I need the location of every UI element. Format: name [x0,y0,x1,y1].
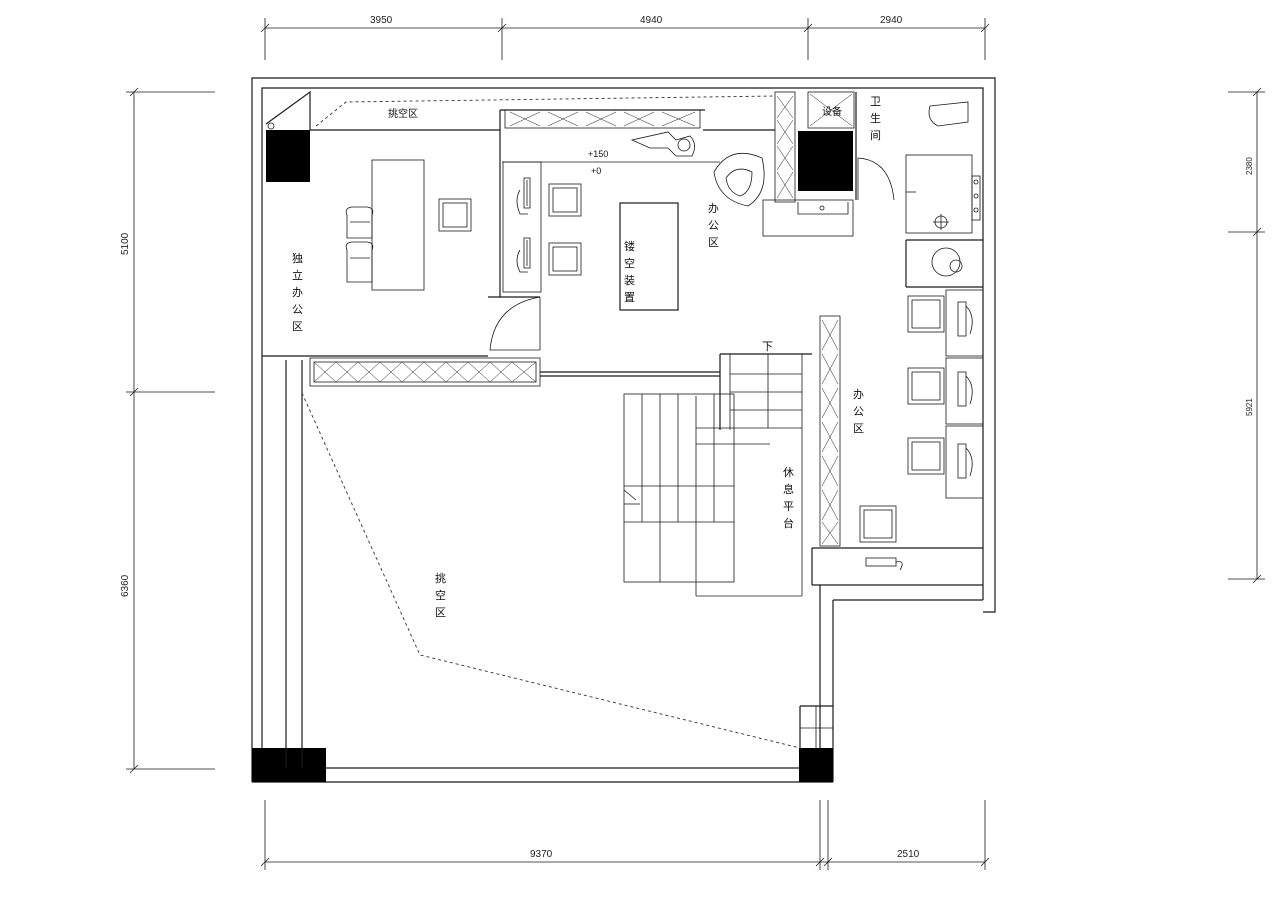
column-bottom-left [252,748,326,782]
armchair-right-1 [907,295,945,333]
armchair-right-4 [859,505,897,543]
cantilever-main-label: 挑 空 区 [435,571,450,619]
keyboard-right-2 [957,371,973,407]
stair-area: 下 休 息 平 台 [623,340,812,597]
dim-top-1: 3950 [370,15,393,26]
dim-right-2: 5921 [1245,398,1254,416]
dimension-left: 5100 6360 [120,87,215,774]
shower-area [905,154,973,234]
office-right-label: 办 公 区 [853,388,868,435]
column-bottom-right [799,748,833,782]
keyboard-right-3 [957,443,973,479]
hollow-device-label: 镂 空 装 置 [624,240,639,304]
dim-left-2: 6360 [120,574,131,597]
bathroom-label: 卫 生 间 [870,95,885,142]
office-top-label: 办 公 区 [708,202,723,249]
keyboard-right-4 [865,557,903,571]
desk-right-1 [945,289,984,357]
outer-walls [251,77,996,783]
toilet [928,101,969,127]
equipment-label: 设备 [822,105,842,118]
person-figure [630,131,695,157]
stair-down-label: 下 [762,340,773,353]
top-office-furniture: 镂 空 装 置 +150 +0 办 公 区 [516,131,765,311]
chair-left-1 [345,206,374,239]
glass-partition-horizontal [309,357,720,387]
dimension-top: 3950 4940 2940 [260,15,990,60]
equipment-box [807,91,855,129]
sink-counter [762,199,854,237]
armchair-2 [548,242,582,276]
dimension-right: 2380 5921 [1228,87,1265,584]
top-cantilever-strip: 挑空区 [265,90,776,131]
armchair-right-2 [907,367,945,405]
lounge-chair [713,153,765,207]
dim-top-2: 4940 [640,15,663,26]
armchair-independent [438,198,472,232]
structural-columns [252,130,853,782]
column-top-center [798,131,853,191]
keyboard-1 [516,177,531,215]
rest-platform-label: 休 息 平 台 [783,466,798,530]
independent-office-label: 独 立 办 公 区 [292,252,307,333]
chair-left-2 [345,241,374,283]
right-office: 办 公 区 [811,289,984,586]
level-zero: +0 [591,166,601,176]
conference-table [371,159,425,291]
dim-left-1: 5100 [120,232,131,255]
independent-office: 独 立 办 公 区 [262,159,488,357]
dim-bottom-1: 9370 [530,849,553,860]
hollow-device [619,202,679,311]
desk-right-2 [945,357,984,425]
glass-partition-vertical [819,315,841,547]
dim-bottom-2: 2510 [897,849,920,860]
bathroom-area: 设备 卫 生 间 [762,91,983,288]
armchair-right-3 [907,437,945,475]
keyboard-right-1 [957,301,973,337]
top-office-partition [488,109,720,351]
cabinet-vertical [774,91,796,203]
level-high: +150 [588,149,608,159]
dim-top-3: 2940 [880,15,903,26]
cantilever-top-label: 挑空区 [388,107,418,120]
top-cabinet [504,109,701,129]
desk-left-stack [502,161,542,293]
column-top-left [266,130,310,182]
keyboard-2 [516,237,531,273]
door-swing-bath [857,157,895,201]
dimension-bottom: 9370 2510 [260,800,990,870]
main-cantilever: 挑 空 区 [285,360,801,768]
dim-right-1: 2380 [1245,157,1254,175]
door-swing-lower [489,296,541,351]
armchair-1 [548,183,582,217]
desk-right-3 [945,425,984,499]
